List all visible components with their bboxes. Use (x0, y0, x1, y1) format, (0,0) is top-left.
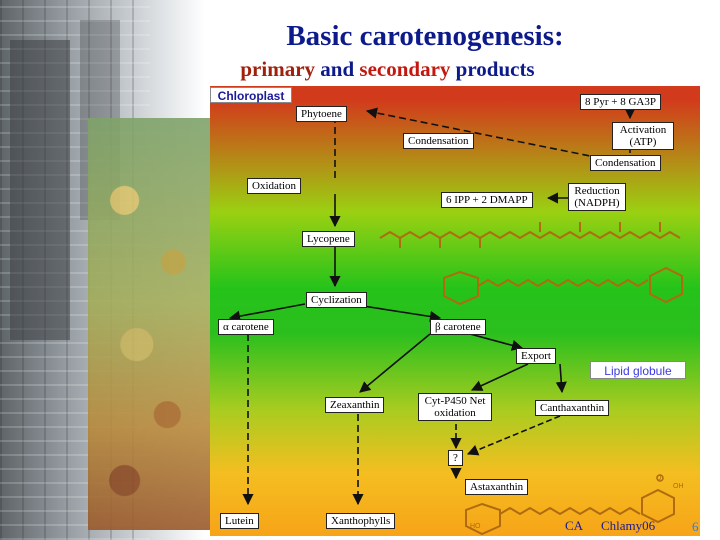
subtitle-secondary: secondary (359, 57, 451, 81)
node-question: ? (448, 450, 463, 466)
node-cyt-p450: Cyt-P450 Net oxidation (418, 393, 492, 421)
node-export: Export (516, 348, 556, 364)
hydroxyl-right-label: OH (673, 483, 684, 490)
node-pyr-ga3p: 8 Pyr + 8 GA3P (580, 94, 661, 110)
carotene-left-ring (443, 270, 479, 306)
lycopene-methyl-branches (399, 222, 661, 248)
oxygen-label: O (656, 475, 662, 482)
arrow-beta-export (469, 333, 524, 351)
node-condensation-2: Condensation (590, 155, 661, 171)
node-beta-carotene: β carotene (430, 319, 486, 335)
page-title: Basic carotenogenesis: (286, 20, 564, 52)
page-number: 6 (692, 519, 699, 534)
carotene-structure (477, 278, 649, 288)
lipid-globule-label: Lipid globule (590, 361, 686, 379)
node-xanthophylls: Xanthophylls (326, 513, 396, 529)
node-condensation-1: Condensation (403, 133, 474, 149)
astaxanthin-structure (499, 506, 641, 516)
node-phytoene: Phytoene (296, 106, 347, 122)
lycopene-structure (379, 230, 681, 240)
arrow-cyclization-alpha (228, 303, 306, 322)
node-lycopene: Lycopene (302, 231, 355, 247)
pathway-diagram-panel: O OH HO (210, 86, 700, 536)
building-silhouette (10, 40, 70, 340)
chloroplast-label: Chloroplast (210, 87, 292, 103)
node-activation: Activation (ATP) (612, 122, 674, 150)
node-zeaxanthin: Zeaxanthin (325, 397, 385, 413)
subtitle-products: products (455, 57, 535, 81)
subtitle-primary: primary (240, 57, 316, 81)
node-oxidation: Oxidation (247, 178, 301, 194)
subtitle-and: and (320, 57, 355, 81)
arrow-export-canthaxanthin (555, 363, 567, 394)
oxygen-atom (656, 474, 664, 482)
node-ipp-dmapp: 6 IPP + 2 DMAPP (441, 192, 533, 208)
node-astaxanthin: Astaxanthin (465, 479, 529, 495)
astaxanthin-right-ring (641, 488, 675, 524)
footer-ca: CA (565, 518, 584, 533)
pathway-arrows: O OH HO (228, 107, 684, 536)
node-cyclization: Cyclization (306, 292, 367, 308)
hydroxyl-left-label: HO (470, 523, 481, 530)
arrow-canthaxanthin-question (466, 415, 561, 456)
arrow-export-cyt (470, 363, 529, 391)
carotene-right-ring (649, 266, 683, 304)
arrow-beta-zeaxanthin (359, 333, 431, 393)
node-canthaxanthin: Canthaxanthin (535, 400, 610, 416)
node-alpha-carotene: α carotene (218, 319, 274, 335)
page-subtitle: primary and secondary products (200, 57, 575, 82)
arrow-ipp-phytoene (365, 107, 601, 159)
node-lutein: Lutein (220, 513, 259, 529)
node-reduction: Reduction (NADPH) (568, 183, 626, 211)
astaxanthin-left-ring (465, 502, 501, 536)
footer-event: Chlamy06 (601, 518, 656, 533)
algae-cells-photo (88, 118, 210, 530)
